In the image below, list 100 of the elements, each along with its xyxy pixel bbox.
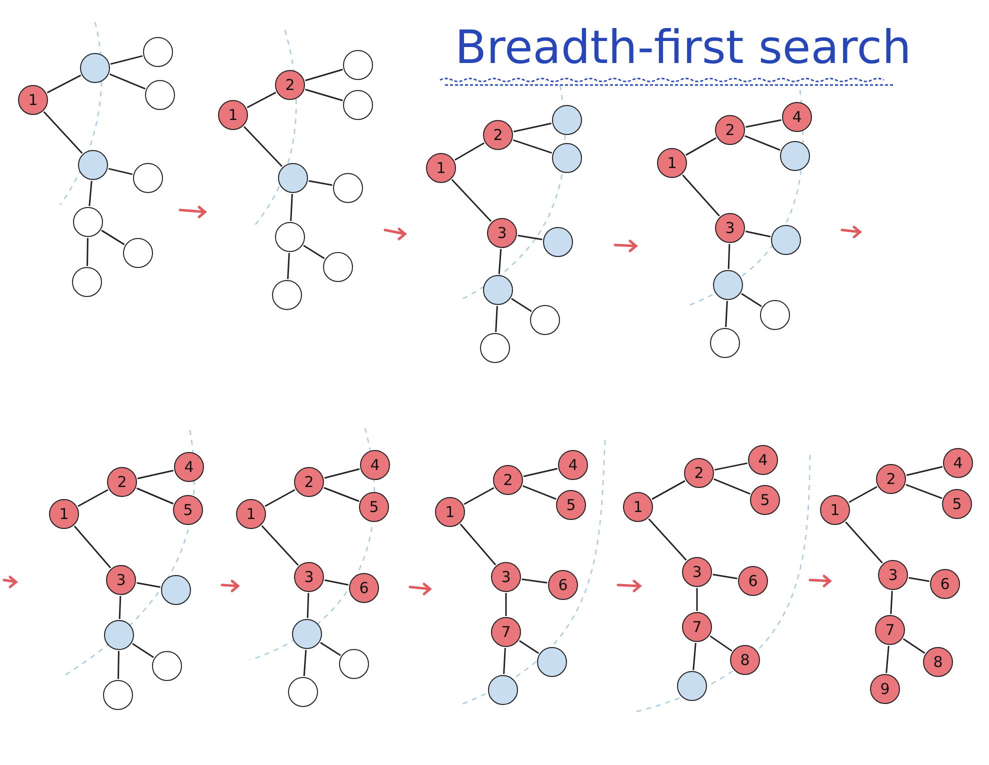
visited-node: 6 (349, 573, 379, 603)
visited-node: 5 (750, 485, 780, 515)
edge-line (324, 487, 360, 502)
visited-node: 1 (657, 148, 687, 178)
edge-line (118, 596, 122, 620)
visited-node: 1 (820, 495, 850, 525)
unvisited-node (480, 333, 510, 363)
visited-node: 4 (748, 445, 778, 475)
edge-line (136, 488, 174, 504)
visited-node: 1 (426, 153, 456, 183)
visited-node: 4 (360, 450, 390, 480)
edge-line (523, 468, 558, 478)
frontier-node (771, 225, 801, 255)
edge-line (518, 640, 540, 654)
unvisited-node (343, 90, 373, 120)
frontier-node (80, 53, 110, 83)
edge-line (454, 142, 485, 161)
edge-line (74, 526, 112, 568)
edge-line (132, 643, 154, 658)
edge-line (495, 306, 498, 332)
visited-node: 2 (483, 120, 513, 150)
edge-line (744, 135, 780, 151)
edge-line (305, 88, 343, 102)
unvisited-node (343, 50, 373, 80)
edge-line (109, 73, 146, 90)
edge-line (725, 300, 728, 328)
visited-node: 4 (174, 452, 204, 482)
edge-line (848, 486, 878, 503)
unvisited-node (275, 222, 305, 252)
edge-line (745, 230, 771, 238)
edge-line (518, 234, 542, 240)
frontier-node (78, 150, 108, 180)
edge-line (503, 648, 506, 674)
visited-node: 7 (491, 617, 521, 647)
edge-line (728, 244, 730, 270)
edge-line (306, 592, 310, 618)
edge-line (78, 489, 108, 507)
edge-line (886, 646, 890, 674)
frontier-node (104, 620, 134, 650)
visited-node: 2 (684, 458, 714, 488)
edge-line (682, 174, 720, 217)
unvisited-node (339, 649, 369, 679)
edge-line (845, 521, 883, 564)
edge-line (264, 489, 296, 507)
edge-line (136, 582, 160, 588)
visited-node: 5 (556, 490, 586, 520)
edge-line (522, 485, 556, 500)
edge-line (244, 126, 282, 167)
unvisited-node (272, 280, 302, 310)
visited-node: 5 (173, 495, 203, 525)
edge-line (513, 122, 552, 132)
visited-node: 2 (876, 464, 906, 494)
visited-node: 7 (682, 612, 712, 642)
edge-line (652, 480, 686, 500)
frontier-node (713, 270, 743, 300)
visited-node: 2 (294, 467, 324, 497)
visited-node: 1 (218, 100, 248, 130)
edge-line (505, 593, 507, 616)
visited-node: 3 (487, 218, 517, 248)
edge-line (522, 578, 548, 584)
visited-node: 7 (875, 615, 905, 645)
visited-node: 3 (106, 565, 136, 595)
unvisited-node (530, 305, 560, 335)
unvisited-node (143, 37, 173, 67)
unvisited-node (73, 207, 103, 237)
visited-node: 5 (359, 492, 389, 522)
edge-line (696, 588, 698, 611)
visited-node: 4 (943, 448, 973, 478)
edge-line (906, 466, 943, 476)
unvisited-node (760, 300, 790, 330)
visited-node: 2 (493, 465, 523, 495)
unvisited-node (710, 328, 740, 358)
edge-line (308, 180, 332, 186)
edge-line (118, 650, 120, 680)
unvisited-node (288, 677, 318, 707)
visited-node: 1 (623, 492, 653, 522)
visited-node: 1 (49, 499, 79, 529)
edge-line (246, 92, 276, 108)
edge-line (101, 230, 125, 246)
frontier-node (552, 143, 582, 173)
edge-line (686, 137, 716, 156)
edge-line (305, 68, 343, 82)
edge-line (714, 478, 750, 495)
visited-node: 1 (18, 85, 48, 115)
frontier-node (780, 141, 810, 171)
unvisited-node (123, 238, 153, 268)
visited-node: 3 (682, 557, 712, 587)
frontier-node (552, 105, 582, 135)
frontier-node (488, 675, 518, 705)
edge-line (890, 590, 893, 614)
edge-line (692, 642, 696, 670)
edge-line (648, 518, 687, 561)
edge-line (324, 579, 348, 586)
edge-line (902, 638, 926, 654)
edge-line (46, 74, 82, 94)
frontier-node (161, 575, 191, 605)
visited-node: 3 (878, 560, 908, 590)
edge-line (511, 298, 532, 312)
edge-line (43, 111, 83, 154)
frontier-node (292, 619, 322, 649)
